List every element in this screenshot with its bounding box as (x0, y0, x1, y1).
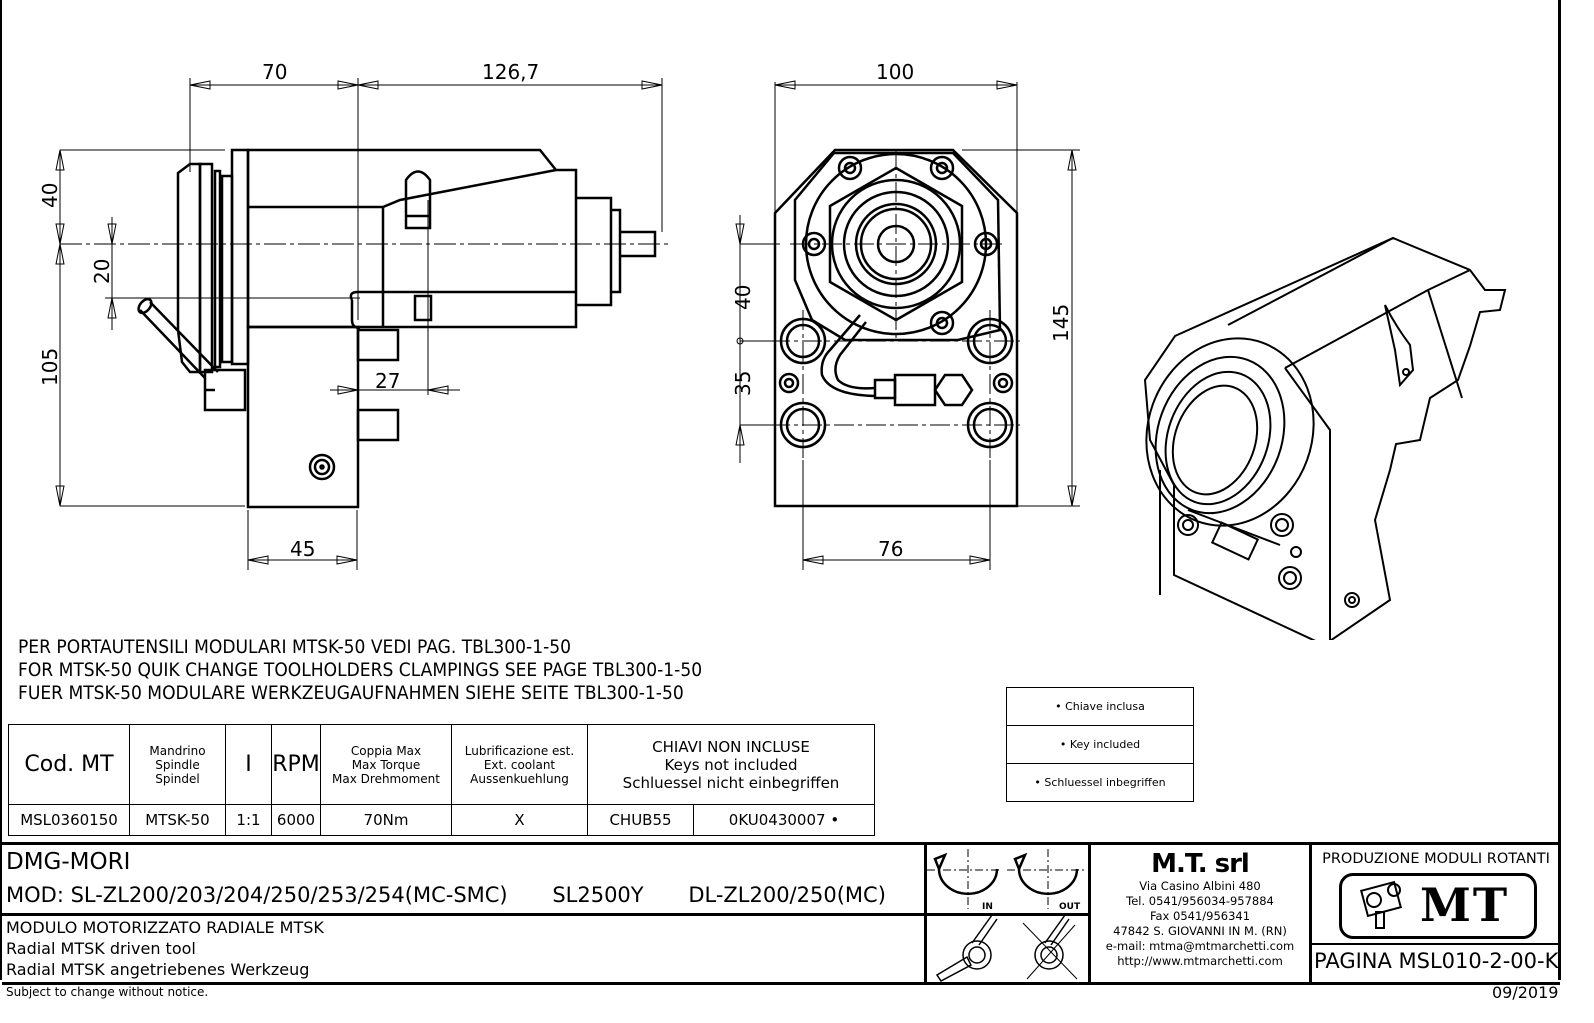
company-website[interactable]: http://www.mtmarchetti.com (1117, 954, 1283, 968)
dim-front-76: 76 (878, 537, 903, 561)
header-ratio: I (225, 724, 272, 805)
model-group-3: DL-ZL200/250(MC) (688, 883, 886, 907)
keys-legend-it: • Chiave inclusa (1007, 688, 1193, 726)
table-row: MSL0360150 MTSK-50 1:1 6000 70Nm X CHUB5… (8, 804, 875, 836)
spec-table: Cod. MT Mandrino Spindle Spindel I RPM C… (8, 724, 875, 836)
rotation-icons: IN OUT (927, 849, 1085, 982)
dim-side-45: 45 (290, 537, 315, 561)
description-it: MODULO MOTORIZZATO RADIALE MTSK (6, 918, 324, 937)
header-torque-en: Max Torque (351, 757, 421, 772)
toolholder-notes: PER PORTAUTENSILI MODULARI MTSK-50 VEDI … (18, 636, 702, 705)
company-email[interactable]: e-mail: mtma@mtmarchetti.com (1105, 939, 1295, 953)
keys-legend: • Chiave inclusa • Key included • Schlue… (1006, 687, 1194, 802)
production-label: PRODUZIONE MODULI ROTANTI (1322, 851, 1550, 867)
front-view-dimensions (735, 80, 1080, 570)
mt-logo: MT (1339, 873, 1537, 939)
dim-side-105: 105 (38, 348, 62, 386)
header-spindle-en: Spindle (155, 757, 200, 772)
dim-side-40: 40 (38, 183, 62, 208)
logo-text: MT (1420, 878, 1510, 932)
header-rpm: RPM (271, 724, 321, 805)
rotation-out-icon (1007, 849, 1085, 909)
cell-torque: 70Nm (320, 804, 452, 836)
divider (1312, 943, 1560, 945)
divider (924, 913, 1088, 916)
note-english: FOR MTSK-50 QUIK CHANGE TOOLHOLDERS CLAM… (18, 659, 703, 681)
dim-side-27: 27 (375, 369, 400, 393)
spec-table-header-row: Cod. MT Mandrino Spindle Spindel I RPM C… (8, 724, 875, 805)
rotary-module-icon (1359, 880, 1403, 929)
header-keys: CHIAVI NON INCLUSE Keys not included Sch… (587, 724, 875, 805)
dim-front-35: 35 (731, 371, 755, 396)
divider (2, 913, 924, 916)
header-spindle: Mandrino Spindle Spindel (129, 724, 226, 805)
note-italian: PER PORTAUTENSILI MODULARI MTSK-50 VEDI … (18, 636, 572, 658)
key-included-icon (935, 914, 998, 982)
dim-side-70: 70 (262, 60, 287, 84)
cell-ratio: 1:1 (225, 804, 272, 836)
description-en: Radial MTSK driven tool (6, 939, 196, 958)
header-torque: Coppia Max Max Torque Max Drehmoment (320, 724, 452, 805)
front-centerlines (770, 150, 1020, 460)
header-coolant-de: Aussenkuehlung (470, 771, 569, 786)
dim-front-100: 100 (876, 60, 914, 84)
title-block: DMG-MORI MOD: SL-ZL200/203/204/250/253/2… (2, 842, 1560, 985)
model-group-1: MOD: SL-ZL200/203/204/250/253/254(MC-SMC… (6, 883, 508, 907)
side-view-body (137, 148, 657, 509)
header-spindle-it: Mandrino (149, 743, 206, 758)
product-description: MODULO MOTORIZZATO RADIALE MTSK Radial M… (6, 917, 324, 980)
header-keys-en: Keys not included (664, 755, 798, 774)
rotation-out-label: OUT (1059, 902, 1081, 912)
company-name: M.T. srl (1151, 849, 1250, 879)
company-info: M.T. srl Via Casino Albini 480 Tel. 0541… (1091, 845, 1309, 982)
isometric-view (1143, 236, 1507, 640)
divider (1088, 845, 1091, 982)
keys-legend-de: • Schluessel inbegriffen (1034, 776, 1166, 789)
header-coolant: Lubrificazione est. Ext. coolant Aussenk… (451, 724, 588, 805)
cell-rpm: 6000 (271, 804, 321, 836)
key-not-included-icon (1022, 914, 1078, 980)
header-code: Cod. MT (8, 724, 130, 805)
dim-front-40: 40 (731, 285, 755, 310)
description-de: Radial MTSK angetriebenes Werkzeug (6, 960, 310, 979)
rotation-in-icon (927, 849, 1002, 909)
production-block: PRODUZIONE MODULI ROTANTI MT PAGINA MSL0… (1312, 845, 1560, 982)
header-torque-de: Max Drehmoment (332, 771, 440, 786)
disclaimer: Subject to change without notice. (6, 985, 209, 999)
revision-date: 09/2019 (1492, 983, 1559, 1002)
cell-coolant: X (451, 804, 588, 836)
header-coolant-it: Lubrificazione est. (464, 743, 575, 758)
header-keys-de: Schluessel nicht einbegriffen (622, 773, 840, 792)
technical-drawing: 70 126,7 40 20 105 27 45 100 145 40 35 7… (38, 60, 1507, 640)
company-city: 47842 S. GIOVANNI IN M. (RN) (1113, 924, 1287, 938)
company-tel: Tel. 0541/956034-957884 (1126, 894, 1274, 908)
company-fax: Fax 0541/956341 (1149, 909, 1251, 923)
title-block-info: DMG-MORI MOD: SL-ZL200/203/204/250/253/2… (2, 845, 924, 982)
machine-models: MOD: SL-ZL200/203/204/250/253/254(MC-SMC… (6, 883, 924, 907)
rotation-in-label: IN (982, 902, 993, 912)
cell-key1: CHUB55 (587, 804, 694, 836)
model-group-2: SL2500Y (552, 883, 644, 907)
note-german: FUER MTSK-50 MODULARE WERKZEUGAUFNAHMEN … (18, 682, 684, 704)
cell-key2: 0KU0430007 • (693, 804, 875, 836)
divider (1309, 845, 1312, 982)
header-coolant-en: Ext. coolant (483, 757, 556, 772)
page-code: PAGINA MSL010-2-00-K (1314, 949, 1559, 973)
header-torque-it: Coppia Max (350, 743, 422, 758)
company-address: Via Casino Albini 480 (1139, 879, 1261, 893)
frame-left-border (0, 0, 2, 980)
header-keys-it: CHIAVI NON INCLUSE (652, 737, 810, 756)
keys-legend-en: • Key included (1007, 726, 1193, 764)
dim-side-126-7: 126,7 (482, 60, 539, 84)
frame-right-border (1558, 0, 1561, 980)
cell-spindle: MTSK-50 (129, 804, 226, 836)
cell-code: MSL0360150 (8, 804, 130, 836)
client-name: DMG-MORI (6, 849, 131, 875)
dim-front-145: 145 (1049, 304, 1073, 342)
dim-side-20: 20 (90, 259, 114, 284)
header-spindle-de: Spindel (155, 771, 200, 786)
